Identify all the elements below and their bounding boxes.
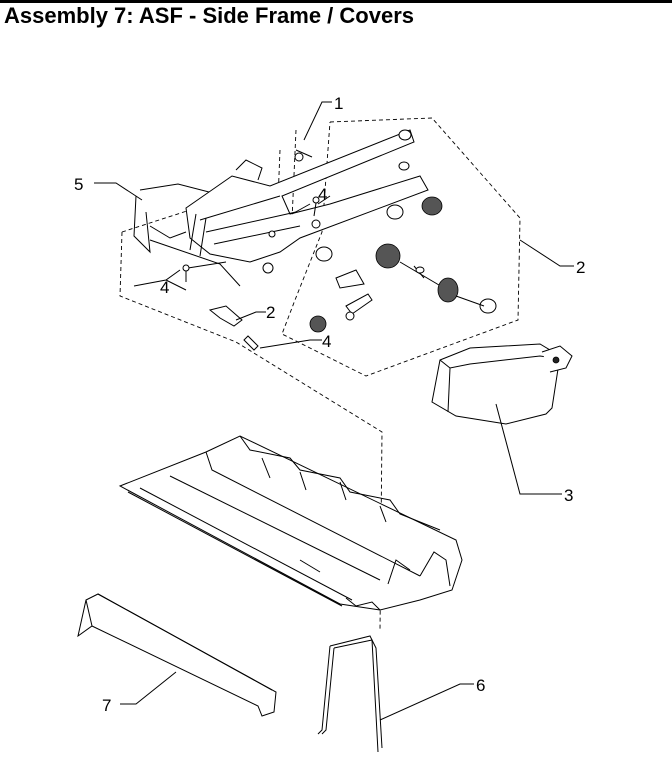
part-6-wire-guide: [317, 635, 383, 753]
part-4-screw-left: [182, 264, 190, 282]
callout-2a-leader: [519, 239, 574, 267]
part-4-screw-lower: [243, 335, 259, 351]
callout-4c: 4: [322, 332, 331, 351]
callout-4b: 4: [160, 278, 169, 297]
callout-3: 3: [564, 486, 573, 505]
callout-4a-leader-b: [291, 203, 311, 215]
callout-5: 5: [74, 175, 83, 194]
callout-4c-leader: [259, 339, 322, 349]
callout-2b: 2: [266, 303, 275, 322]
callout-4a: 4: [318, 185, 327, 204]
callout-6: 6: [476, 676, 485, 695]
asf-frame-assembly: [149, 129, 429, 287]
callout-3-leader: [495, 403, 562, 495]
callout-5-leader: [94, 182, 143, 201]
page-title: Assembly 7: ASF - Side Frame / Covers: [4, 3, 414, 28]
part-3-cover-housing: [431, 343, 573, 425]
part-4-screw-upper: [312, 196, 320, 217]
callout-4b-leader-b: [165, 279, 187, 291]
side-frame-group-outline: [119, 231, 383, 631]
callout-1: 1: [334, 94, 343, 113]
paper-support-frame: [118, 435, 463, 611]
callout-4a-leader: [317, 195, 331, 205]
callout-1-leader: [303, 101, 332, 141]
callout-2b-leader: [235, 311, 266, 321]
gear-group-outline: [281, 117, 521, 377]
callout-2a: 2: [576, 258, 585, 277]
part-1-spring: [277, 129, 313, 221]
callout-7-leader: [120, 671, 177, 705]
part-2-lever: [208, 262, 274, 327]
part-7-front-cover: [77, 593, 277, 717]
callout-6-leader: [379, 683, 474, 721]
side-frame-group-outline-top: [121, 209, 191, 233]
callout-7: 7: [102, 696, 111, 715]
part-2-gear-group: [309, 129, 497, 333]
header-rule: [0, 0, 672, 3]
